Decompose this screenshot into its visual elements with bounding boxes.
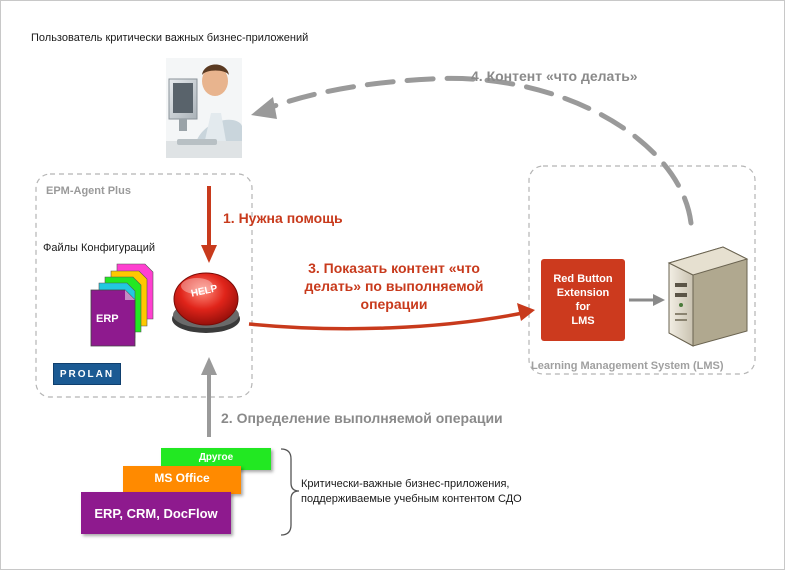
lms-container [528, 165, 756, 375]
red-button-extension-module: Red Button Extension for LMS [541, 259, 625, 341]
app-card-erp-crm-docflow: ERP, CRM, DocFlow [81, 492, 231, 534]
prolan-logo-text: PROLAN [59, 368, 115, 380]
module-line-1: Red Button [553, 273, 613, 285]
user-title: Пользователь критически важных бизнес-пр… [31, 32, 309, 44]
step2-label: 2. Определение выполняемой операции [221, 410, 503, 426]
step3-arrowhead [517, 303, 535, 321]
apps-bracket [280, 448, 300, 536]
app-card-ms-office: MS Office [123, 466, 241, 494]
agent-container [35, 173, 253, 398]
app-card-other-label: Другое [198, 452, 234, 463]
app-card-other: Другое [161, 448, 271, 470]
apps-caption: Критически-важные бизнес-приложения, под… [301, 478, 522, 505]
module-server-arrowhead [653, 294, 665, 306]
step2-arrowhead [201, 357, 217, 375]
step4-label: 4. Контент «что делать» [471, 68, 638, 84]
module-line-3: for [575, 301, 591, 313]
step4-arrow [263, 75, 694, 226]
server-icon [667, 246, 749, 347]
module-line-4: LMS [571, 315, 595, 327]
app-card-ms-office-label: MS Office [154, 471, 210, 485]
prolan-logo: PROLAN [53, 363, 121, 385]
user-photo-icon [166, 58, 242, 158]
config-files-icon [90, 263, 154, 347]
agent-title: EPM-Agent Plus [46, 185, 131, 197]
step4-arrowhead [251, 97, 277, 119]
app-card-erp-label: ERP, CRM, DocFlow [94, 505, 218, 521]
lms-label: Learning Management System (LMS) [531, 360, 724, 372]
help-button-icon [172, 272, 240, 333]
config-file-erp-label: ERP [96, 313, 119, 325]
step3-arrow [248, 311, 524, 331]
step1-arrowhead [201, 245, 217, 263]
module-line-2: Extension [556, 287, 610, 299]
step3-label: 3. Показать контент «что делать» по выпо… [304, 260, 484, 312]
config-files-label: Файлы Конфигураций [43, 242, 156, 254]
step1-label: 1. Нужна помощь [223, 210, 343, 226]
